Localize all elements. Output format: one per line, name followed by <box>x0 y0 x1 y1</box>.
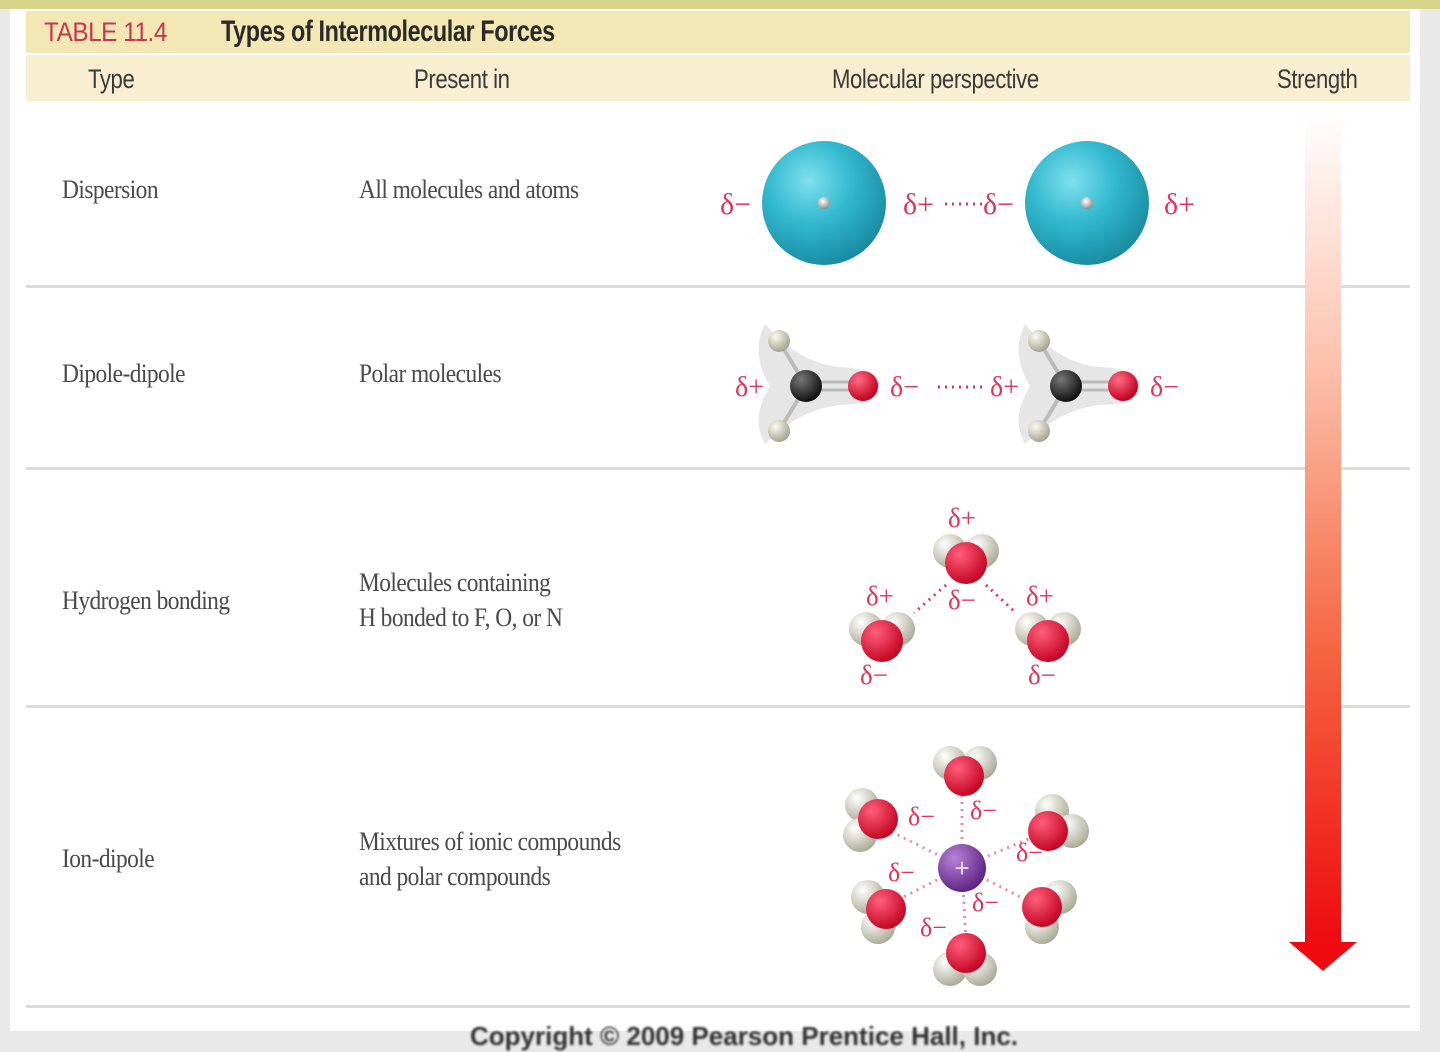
svg-text:δ+: δ+ <box>948 503 976 533</box>
row-divider <box>26 705 1410 708</box>
type-cell: Ion-dipole <box>62 844 155 873</box>
svg-text:δ−: δ− <box>860 660 888 690</box>
water-molecule-left <box>849 612 915 662</box>
table-title: Types of Intermolecular Forces <box>221 15 555 48</box>
svg-text:δ−: δ− <box>908 802 935 831</box>
row-divider <box>26 1005 1410 1008</box>
table-title-band: TABLE 11.4 Types of Intermolecular Force… <box>26 11 1410 53</box>
svg-text:δ−: δ− <box>890 372 919 403</box>
column-header-strength: Strength <box>1277 64 1358 94</box>
water-molecule-sw <box>851 880 906 944</box>
svg-text:δ+: δ+ <box>735 372 764 403</box>
svg-text:δ+: δ+ <box>866 581 894 611</box>
type-cell: Hydrogen bonding <box>62 586 230 615</box>
formaldehyde-molecule-2 <box>1018 324 1140 444</box>
svg-text:δ+: δ+ <box>903 188 934 221</box>
svg-text:δ−: δ− <box>948 585 976 615</box>
formaldehyde-molecule-1 <box>758 324 880 444</box>
hydrogen-bonding-water-illustration: δ+ δ+ δ− δ+ δ− δ− <box>849 503 1081 690</box>
column-header-type: Type <box>88 64 135 94</box>
type-cell: Dipole-dipole <box>62 359 185 388</box>
water-molecule-right <box>1015 612 1081 662</box>
cation-charge: + <box>954 853 969 883</box>
type-cell: Dispersion <box>62 175 159 204</box>
row-divider <box>26 467 1410 470</box>
present-in-cell-line-1: Mixtures of ionic compounds <box>359 827 621 856</box>
svg-text:δ−: δ− <box>1150 372 1179 403</box>
present-in-cell-line-1: Molecules containing <box>359 568 551 597</box>
present-in-cell-line-2: H bonded to F, O, or N <box>359 603 563 632</box>
column-header-present-in: Present in <box>414 64 510 94</box>
cation <box>938 844 986 892</box>
strength-increasing-arrow-icon <box>1289 114 1357 971</box>
water-molecule-n <box>933 746 997 796</box>
table-page: TABLE 11.4 Types of Intermolecular Force… <box>10 9 1420 1051</box>
table-number: TABLE 11.4 <box>44 17 167 47</box>
svg-text:δ−: δ− <box>983 188 1014 221</box>
top-border <box>0 0 1440 9</box>
svg-text:δ−: δ− <box>970 796 997 825</box>
column-header-molecular-perspective: Molecular perspective <box>832 64 1039 94</box>
present-in-cell-line-2: and polar compounds <box>359 862 551 891</box>
water-molecule-ne <box>1028 794 1089 851</box>
dispersion-atoms-illustration: δ− δ+ δ− δ+ <box>720 141 1195 265</box>
water-molecule-s <box>933 933 997 986</box>
present-in-cell: All molecules and atoms <box>359 175 579 204</box>
water-molecule-se <box>1022 880 1077 944</box>
row-divider <box>26 285 1410 288</box>
svg-text:δ−: δ− <box>1028 660 1056 690</box>
svg-text:δ+: δ+ <box>1164 188 1195 221</box>
table-header: Type Present in Molecular perspective St… <box>26 55 1410 101</box>
svg-text:δ+: δ+ <box>1026 581 1054 611</box>
svg-text:δ−: δ− <box>720 188 751 221</box>
svg-text:δ−: δ− <box>920 913 947 942</box>
svg-text:δ−: δ− <box>888 858 915 887</box>
ion-dipole-illustration: + δ− δ− δ− δ− δ− δ− <box>843 746 1089 986</box>
svg-text:δ+: δ+ <box>990 372 1019 403</box>
copyright-footer: Copyright © 2009 Pearson Prentice Hall, … <box>470 1021 1019 1051</box>
water-molecule-top <box>933 534 999 584</box>
present-in-cell: Polar molecules <box>359 359 502 388</box>
dipole-molecules-illustration: δ+ δ− δ+ δ− <box>735 324 1179 444</box>
svg-text:δ−: δ− <box>972 888 999 917</box>
water-molecule-nw <box>843 788 898 852</box>
svg-text:δ−: δ− <box>1016 838 1043 867</box>
